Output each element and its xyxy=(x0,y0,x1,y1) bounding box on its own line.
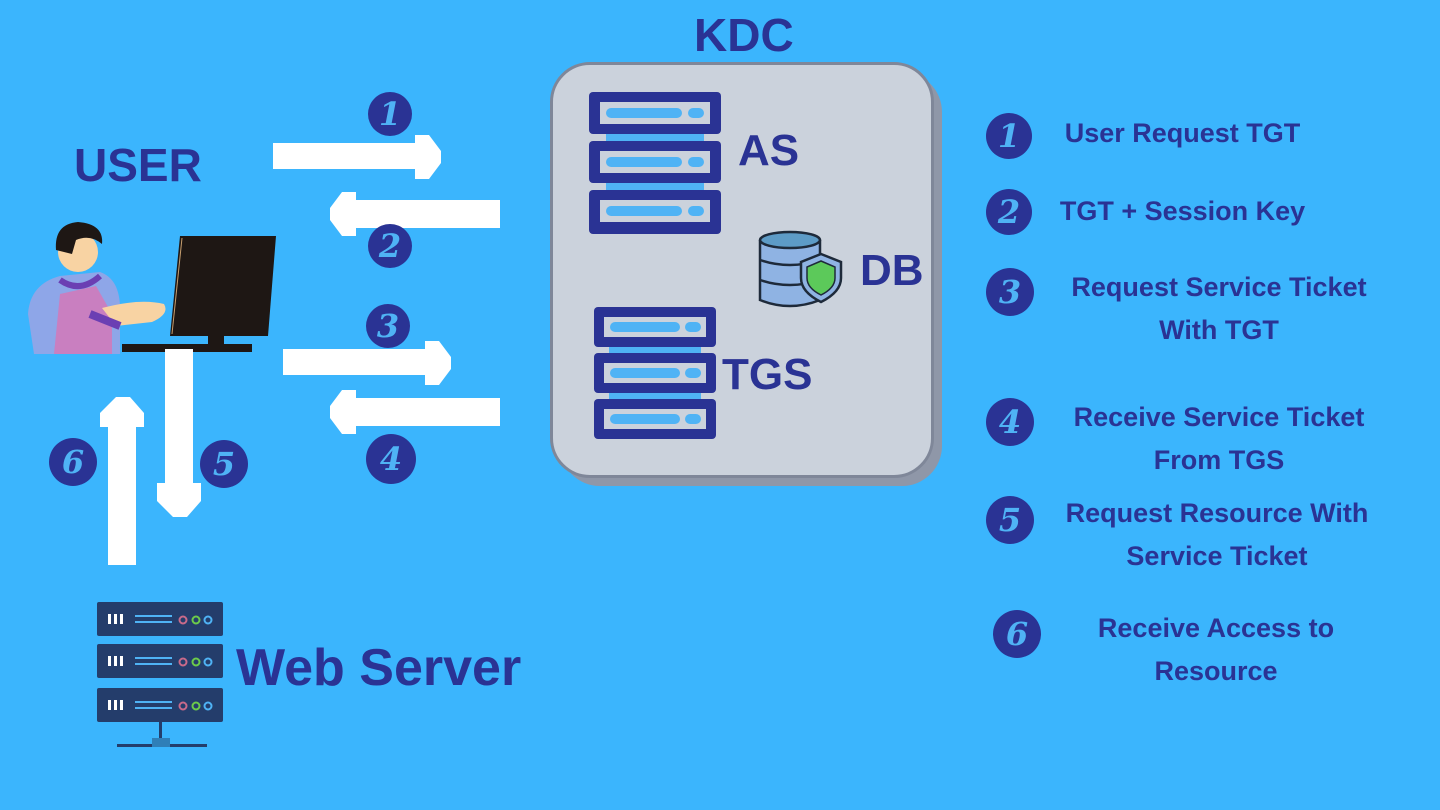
legend-step-line: User Request TGT xyxy=(1064,118,1301,148)
legend-number-1: 1 xyxy=(986,113,1032,159)
legend-number-6: 6 xyxy=(993,610,1041,658)
legend-step-line: Service Ticket xyxy=(1126,541,1308,571)
arrow-number-3: 3 xyxy=(366,304,410,348)
legend-step-line: Receive Service Ticket xyxy=(1073,402,1365,432)
arrow-6-up xyxy=(100,397,144,565)
as-server-unit xyxy=(589,92,721,134)
legend-number-2: 2 xyxy=(986,189,1032,235)
legend-number-3: 3 xyxy=(986,268,1034,316)
arrow-number-5: 5 xyxy=(200,440,248,488)
kdc-title: KDC xyxy=(694,9,794,61)
legend-step-2: TGT + Session Key xyxy=(1040,190,1325,233)
database-icon xyxy=(758,230,843,308)
as-server-unit xyxy=(589,141,721,183)
as-server-unit xyxy=(589,190,721,234)
monitor-icon xyxy=(122,236,276,352)
legend-step-line: TGT + Session Key xyxy=(1059,196,1306,226)
legend-step-1: User Request TGT xyxy=(1040,112,1325,155)
db-label: DB xyxy=(860,246,924,295)
user-title: USER xyxy=(74,139,202,191)
arrow-number-4: 4 xyxy=(366,434,416,484)
legend-step-4: Receive Service Ticket From TGS xyxy=(1048,396,1390,482)
web-server-unit xyxy=(97,644,223,678)
legend-step-6: Receive Access to Resource xyxy=(1070,607,1362,693)
web-server-icon xyxy=(97,602,223,747)
arrow-1-right xyxy=(273,135,441,179)
person-icon xyxy=(28,222,166,354)
legend-step-line: Request Service Ticket xyxy=(1071,272,1367,302)
tgs-server-icon xyxy=(594,307,716,439)
shield-icon xyxy=(799,252,843,304)
legend-step-3: Request Service Ticket With TGT xyxy=(1048,266,1390,352)
as-label: AS xyxy=(738,126,800,175)
legend-step-line: Resource xyxy=(1154,656,1278,686)
legend-step-line: Request Resource With xyxy=(1065,498,1369,528)
user-illustration xyxy=(28,222,276,354)
web-server-unit xyxy=(97,602,223,636)
arrow-number-2: 2 xyxy=(368,224,412,268)
arrow-3-right xyxy=(283,341,451,385)
arrow-4-left xyxy=(330,390,500,434)
web-server-label: Web Server xyxy=(236,639,522,697)
legend-step-line: From TGS xyxy=(1153,445,1285,475)
legend-step-5: Request Resource With Service Ticket xyxy=(1044,492,1390,578)
legend-number-5: 5 xyxy=(986,496,1034,544)
tgs-server-unit xyxy=(594,307,716,347)
legend-step-line: Receive Access to xyxy=(1097,613,1335,643)
arrow-5-down xyxy=(157,349,201,517)
tgs-server-unit xyxy=(594,353,716,393)
arrow-2-left xyxy=(330,192,500,236)
tgs-label: TGS xyxy=(722,350,813,399)
legend-number-4: 4 xyxy=(986,398,1034,446)
arrow-number-1: 1 xyxy=(368,92,412,136)
web-server-unit xyxy=(97,688,223,722)
tgs-server-unit xyxy=(594,399,716,439)
legend-step-line: With TGT xyxy=(1159,315,1279,345)
as-server-icon xyxy=(589,92,721,234)
arrow-number-6: 6 xyxy=(49,438,97,486)
